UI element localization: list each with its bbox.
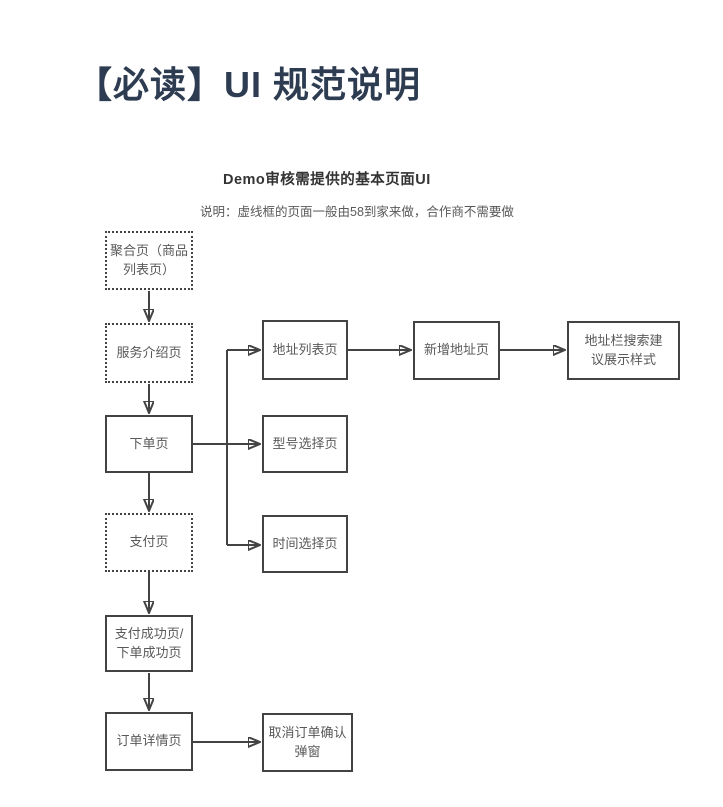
page-title: 【必读】UI 规范说明 [76,64,422,105]
flow-node-order-page: 下单页 [105,415,193,473]
flow-node-time-select-page: 时间选择页 [262,515,348,573]
flow-node-order-detail-page: 订单详情页 [105,712,193,771]
flow-node-cancel-order-dialog: 取消订单确认 弹窗 [262,713,353,772]
flow-node-address-list-page: 地址列表页 [262,320,348,380]
flow-node-success-page: 支付成功页/ 下单成功页 [105,615,193,672]
flow-node-address-suggest-style: 地址栏搜索建 议展示样式 [567,321,680,380]
flow-node-payment-page: 支付页 [105,513,193,572]
diagram-heading: Demo审核需提供的基本页面UI [223,172,431,188]
flow-node-service-intro-page: 服务介绍页 [105,323,193,383]
diagram-note: 说明：虚线框的页面一般由58到家来做，合作商不需要做 [200,205,514,219]
flow-node-model-select-page: 型号选择页 [262,415,348,473]
flow-node-aggregate-page: 聚合页（商品 列表页） [105,231,193,290]
flow-node-new-address-page: 新增地址页 [413,321,500,380]
